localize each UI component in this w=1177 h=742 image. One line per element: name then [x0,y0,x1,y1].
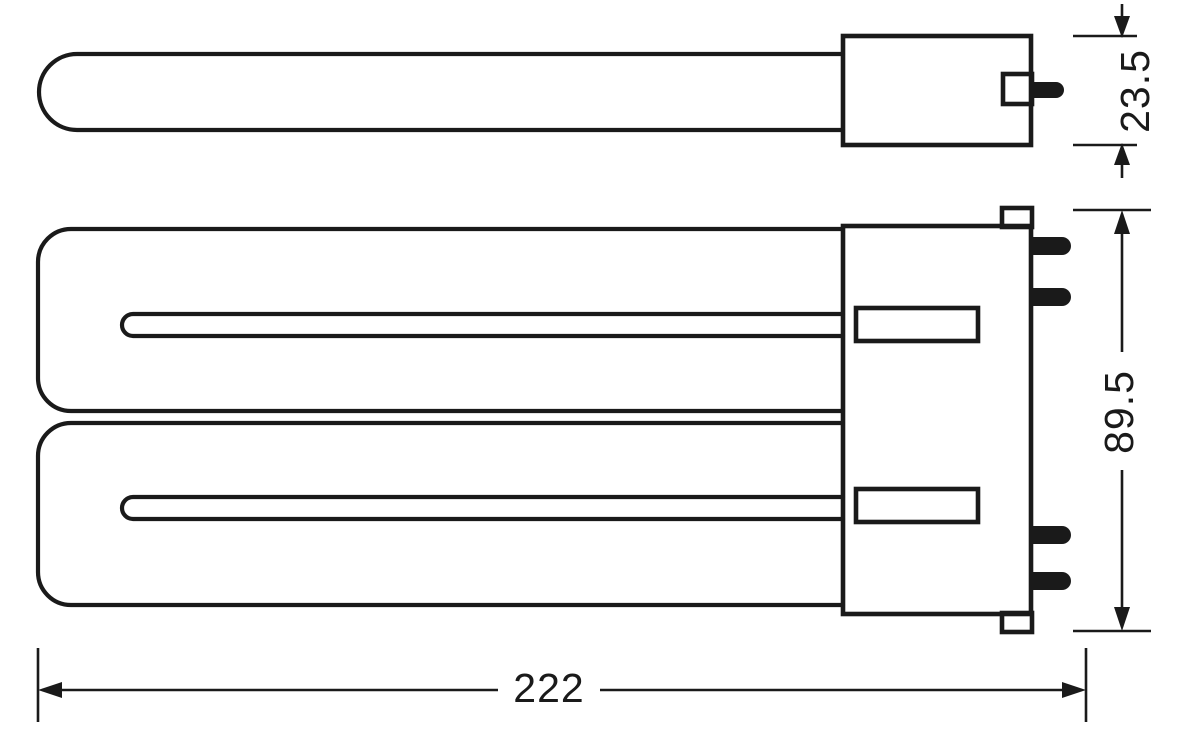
front-view-pin-2 [1031,288,1071,306]
front-view-base-window-lower [853,486,981,525]
top-view-pin-1 [1031,82,1064,98]
dim-23-5-arrow-top [1114,16,1130,38]
front-view-base-window-upper [853,305,981,344]
dimension-222-group: 222 [36,648,1088,722]
top-view-tube-outline [36,51,846,133]
dim-23-5-arrow-bottom [1114,143,1130,165]
front-view-lower-tube-outline [35,420,846,608]
front-view-base-body [840,223,1034,617]
front-view-bottom-notch-tab [999,610,1035,635]
dim-89-5-label: 89.5 [1096,370,1142,454]
front-view-pin-1 [1031,237,1071,255]
dimension-89-5-group: 89.5 [1073,208,1151,633]
dim-89-5-arrow-top [1114,210,1130,234]
top-view-group [36,33,1064,148]
front-view-top-notch-tab [999,205,1035,230]
front-view-lower-tube-inner-slot [119,494,846,522]
dim-222-arrow-left [38,682,62,698]
front-view-upper-tube-outline [35,226,846,414]
dim-222-arrow-right [1062,682,1086,698]
front-view-pin-3 [1031,526,1071,544]
front-view-pin-4 [1031,572,1071,590]
top-view-contact-square [1000,71,1035,107]
front-view-upper-tube-inner-slot [119,311,846,339]
dimension-23-5-group: 23.5 [1073,4,1158,178]
dim-222-label: 222 [513,665,584,711]
dim-89-5-arrow-bottom [1114,607,1130,631]
dim-23-5-label: 23.5 [1112,49,1158,133]
front-view-group [35,205,1071,635]
